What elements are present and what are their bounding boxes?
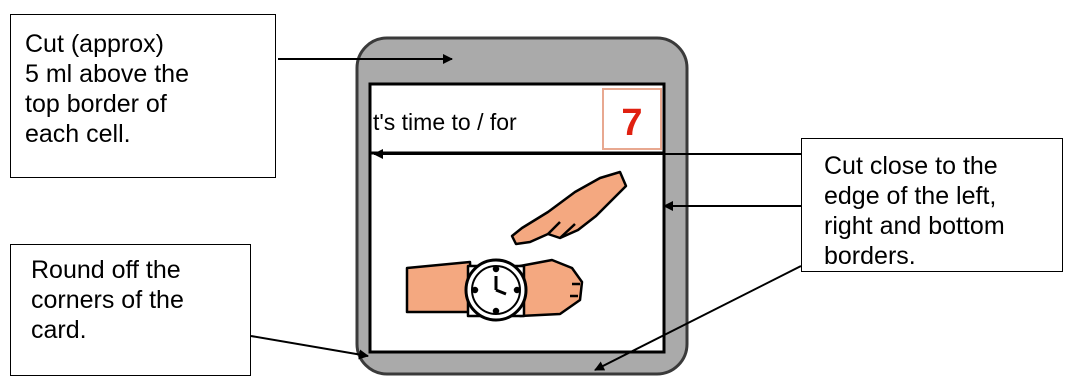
- callout-round-corners: Round off the corners of the card.: [10, 244, 251, 376]
- callout-text-line: edge of the left,: [824, 181, 1052, 211]
- card-number: 7: [621, 102, 642, 144]
- arrow-corner: [251, 336, 368, 356]
- callout-text-line: Cut close to the: [824, 151, 1052, 181]
- callout-top-border: Cut (approx) 5 ml above the top border o…: [10, 14, 276, 178]
- callout-text-line: corners of the: [31, 285, 240, 315]
- callout-side-borders: Cut close to the edge of the left, right…: [801, 138, 1063, 272]
- callout-text-line: Cut (approx): [25, 29, 265, 59]
- callout-text-line: Round off the: [31, 255, 240, 285]
- callout-text-line: card.: [31, 315, 240, 345]
- card-label: t's time to / for: [373, 109, 517, 135]
- callout-text-line: 5 ml above the: [25, 59, 265, 89]
- callout-text-line: each cell.: [25, 119, 265, 149]
- callout-text-line: top border of: [25, 89, 265, 119]
- callout-text-line: borders.: [824, 241, 1052, 271]
- callout-text-line: right and bottom: [824, 211, 1052, 241]
